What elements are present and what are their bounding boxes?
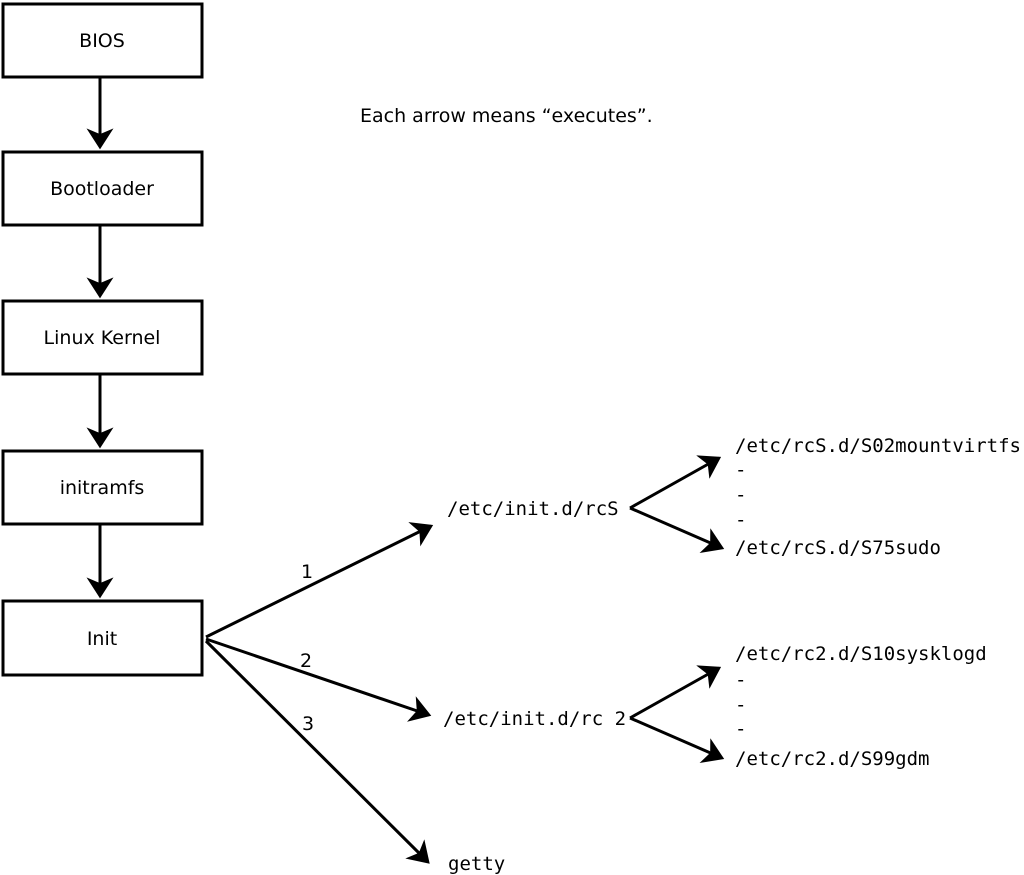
label-rc2-script: /etc/init.d/rc 2 — [443, 708, 626, 730]
label-rcs-script: /etc/init.d/rcS — [447, 498, 619, 520]
arrow-label-2: 2 — [300, 650, 312, 672]
label-getty: getty — [448, 853, 505, 875]
rc2-ellipsis-dash-1: - — [735, 669, 746, 691]
rcs-ellipsis-dash-1: - — [735, 459, 746, 481]
arrow-rc2-to-first — [629, 665, 722, 720]
arrow-label-1: 1 — [301, 561, 313, 583]
label-rc2-first-child: /etc/rc2.d/S10sysklogd — [735, 643, 987, 665]
box-initramfs-label: initramfs — [60, 477, 145, 499]
rcs-ellipsis-dash-3: - — [735, 509, 746, 531]
box-init-label: Init — [87, 628, 117, 650]
box-init — [1, 599, 204, 677]
label-rc2-last-child: /etc/rc2.d/S99gdm — [735, 748, 929, 770]
box-linux-kernel — [1, 299, 204, 376]
box-linux-kernel-label: Linux Kernel — [44, 327, 161, 349]
rc2-ellipsis-dash-3: - — [735, 718, 746, 740]
box-initramfs — [1, 449, 204, 526]
box-bootloader-label: Bootloader — [50, 178, 154, 200]
label-rcs-first-child: /etc/rcS.d/S02mountvirtfs — [735, 435, 1021, 457]
rc2-ellipsis-dash-2: - — [735, 694, 746, 716]
arrow-rcs-to-first — [629, 455, 722, 510]
arrow-rcs-to-last — [629, 506, 725, 553]
arrow-rc2-to-last — [629, 716, 725, 763]
arrow-meaning-note: Each arrow means “executes”. — [360, 105, 653, 127]
arrow-init-to-getty — [204, 639, 430, 864]
box-bootloader — [1, 150, 204, 227]
box-bios — [1, 2, 204, 79]
rcs-ellipsis-dash-2: - — [735, 484, 746, 506]
arrow-label-3: 3 — [302, 713, 314, 735]
arrow-init-to-rc2 — [205, 637, 432, 722]
label-rcs-last-child: /etc/rcS.d/S75sudo — [735, 537, 941, 559]
box-bios-label: BIOS — [79, 30, 125, 52]
arrow-init-to-rcs — [205, 522, 434, 639]
